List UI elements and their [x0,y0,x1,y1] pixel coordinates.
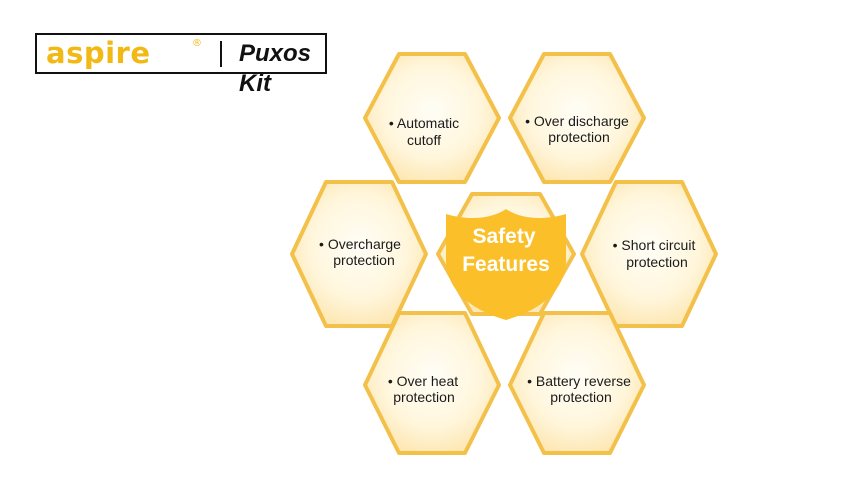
feature-hexagon-automatic-cutoff: • Automatic cutoff [363,52,501,184]
feature-label-line1: • Automatic [389,115,459,131]
feature-hexagon-over-discharge: • Over discharge protection [508,52,646,184]
center-title-line2: Features [462,253,550,276]
feature-label-line1: • Over discharge [525,113,629,129]
feature-label-line1: • Battery reverse [527,373,631,389]
logo: aspire ® Puxos Kit [35,33,327,97]
center-hexagon: Safety Features [436,192,576,320]
center-title-line1: Safety [472,225,535,248]
hexagon-shape [290,180,428,328]
hexagon-shape [508,52,646,184]
product-name: Puxos Kit [239,40,312,97]
hexagon-shape [363,52,501,184]
brand-wordmark: aspire [46,36,151,70]
hexagon-shape [508,311,646,455]
feature-label-line2: protection [548,129,609,145]
hexagon-shape [363,311,501,455]
feature-label-line2: cutoff [407,132,441,148]
feature-hexagon-short-circuit: • Short circuit protection [580,180,718,328]
feature-hexagon-battery-reverse: • Battery reverse protection [508,311,646,455]
feature-label-line1: • Overcharge [319,236,401,252]
feature-label-line2: protection [550,389,611,405]
feature-hexagon-over-heat: • Over heat protection [363,311,501,455]
logo-separator [220,41,222,67]
feature-hexagon-overcharge: • Overcharge protection [290,180,428,328]
registered-mark: ® [192,38,202,49]
feature-label-line2: protection [333,252,394,268]
feature-label-line2: protection [393,389,454,405]
feature-label-line1: • Short circuit [613,237,696,253]
shield-icon [446,209,566,320]
feature-label-line1: • Over heat [388,373,458,389]
feature-label-line2: protection [626,254,687,270]
